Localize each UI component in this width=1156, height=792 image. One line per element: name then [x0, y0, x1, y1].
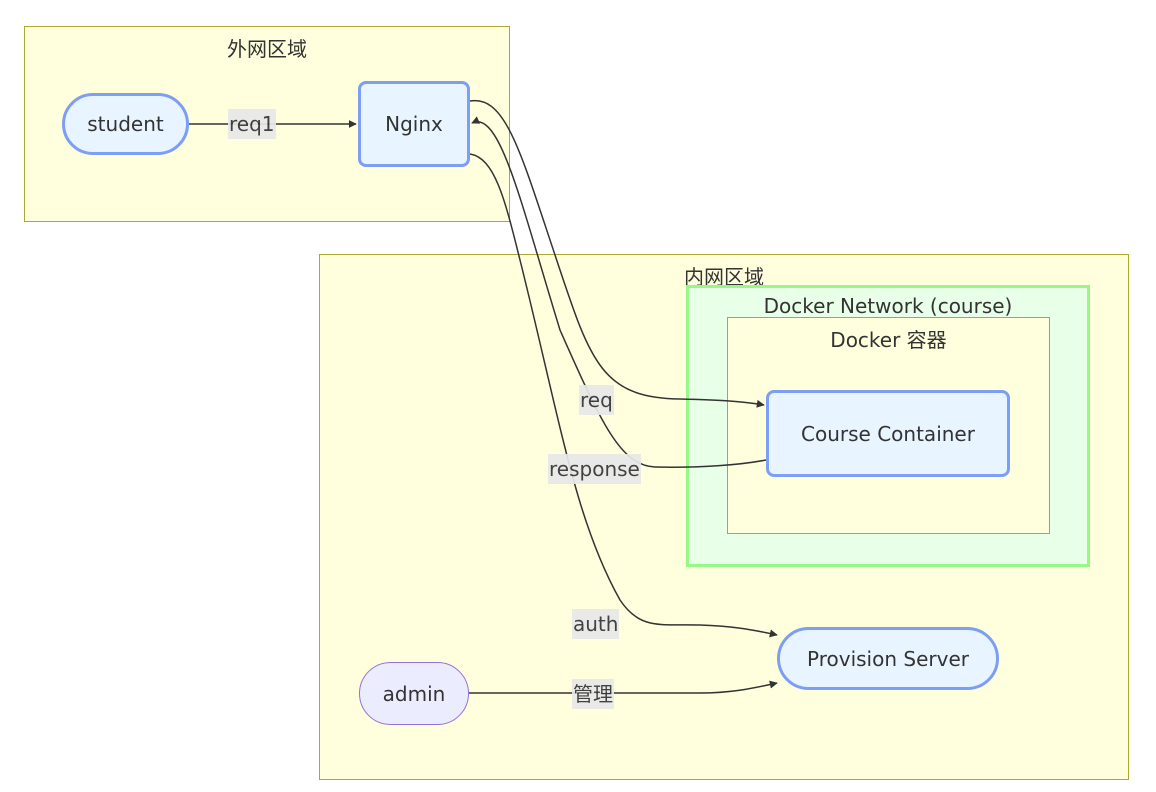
edge-nginx-provision-auth: [469, 153, 778, 638]
node-nginx[interactable]: Nginx: [358, 81, 470, 167]
edge-label-req: req: [579, 385, 614, 415]
cluster-docker-container-title: Docker 容器: [830, 328, 947, 352]
node-course-container[interactable]: Course Container: [766, 390, 1010, 477]
node-admin-label: admin: [382, 681, 446, 706]
edge-label-auth: auth: [572, 609, 620, 639]
node-student-label: student: [87, 112, 164, 136]
edge-label-response: response: [548, 454, 641, 484]
node-nginx-label: Nginx: [385, 112, 443, 136]
node-student[interactable]: student: [62, 93, 189, 155]
edge-nginx-course-req: [469, 99, 765, 408]
node-course-container-label: Course Container: [801, 421, 975, 446]
edge-admin-provision: [469, 680, 778, 694]
edge-label-req1: req1: [228, 109, 276, 139]
cluster-docker-network-title: Docker Network (course): [763, 294, 1013, 318]
cluster-outer-zone-title: 外网区域: [227, 37, 307, 61]
node-admin[interactable]: admin: [359, 662, 469, 725]
edge-label-manage: 管理: [572, 679, 614, 709]
node-provision-server[interactable]: Provision Server: [777, 627, 999, 690]
edge-course-nginx-response: [471, 116, 767, 468]
node-provision-server-label: Provision Server: [807, 646, 969, 671]
